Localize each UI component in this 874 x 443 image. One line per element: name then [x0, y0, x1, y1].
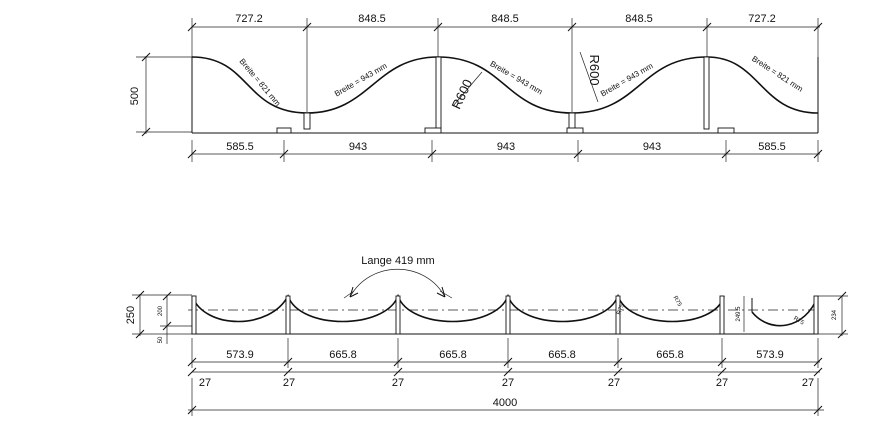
height-dim: 500: [129, 87, 141, 105]
radius-label-2: R600: [587, 54, 602, 85]
top-dim-2: 848.5: [358, 13, 386, 25]
arc-label-2: Breite = 943 mm: [333, 61, 389, 98]
bottom-view: Lange 419 mm 250 200 50: [125, 255, 848, 416]
left-height-dims: 250 200 50: [125, 290, 192, 344]
segment-dim-3: 665.8: [439, 349, 467, 361]
top-dim-3: 848.5: [491, 13, 519, 25]
small-label-1: R75: [616, 303, 626, 316]
top-dim-1: 727.2: [235, 13, 263, 25]
left-dim-250: 250: [125, 306, 137, 324]
bottom-dim-2: 943: [349, 141, 367, 153]
segment-dim-6: 573.9: [756, 349, 784, 361]
right-height-dims: 249.5 234: [736, 291, 848, 339]
gap-dim-7: 27: [802, 377, 814, 389]
arc-label-1: Breite = 821 mm: [238, 57, 283, 108]
gap-dim-3: 27: [392, 377, 404, 389]
total-dimension: 4000: [187, 378, 824, 416]
top-dim-5: 727.2: [748, 13, 776, 25]
gap-dim-6: 27: [716, 377, 728, 389]
segment-dim-4: 665.8: [548, 349, 576, 361]
length-annotation: Lange 419 mm: [343, 255, 453, 299]
total-dim: 4000: [493, 397, 517, 409]
length-label: Lange 419 mm: [361, 255, 434, 267]
bottom-dim-3: 943: [497, 141, 515, 153]
small-label-2: R75: [672, 295, 683, 308]
gap-dim-1: 27: [199, 377, 211, 389]
left-dim-200: 200: [158, 305, 164, 316]
gap-dim-5: 27: [608, 377, 620, 389]
left-dim-50: 50: [158, 336, 164, 343]
arc-label-5: Breite = 821 mm: [750, 54, 805, 94]
gap-dim-4: 27: [502, 377, 514, 389]
top-dimension-chain: 727.2 848.5 848.5 848.5 727.2: [187, 13, 823, 112]
segment-dim-1: 573.9: [226, 349, 254, 361]
radius-label-1: R600: [449, 77, 476, 112]
board-outline: [191, 56, 819, 134]
height-dimension: 500: [129, 52, 192, 137]
rack-outline: [188, 293, 822, 335]
gap-dimension-chain: 27 27 27 27 27 27 27: [187, 367, 823, 389]
bottom-dim-4: 943: [643, 141, 661, 153]
right-dim-249: 249.5: [736, 306, 742, 322]
top-dim-4: 848.5: [625, 13, 653, 25]
bottom-dim-5: 585.5: [758, 141, 786, 153]
small-label-3: R75: [792, 316, 805, 327]
bottom-dimension-chain: 585.5 943 943 943 585.5: [187, 140, 823, 162]
right-dim-234: 234: [832, 309, 838, 320]
bottom-dim-1: 585.5: [226, 141, 254, 153]
gap-dim-2: 27: [283, 377, 295, 389]
segment-dim-5: 665.8: [656, 349, 684, 361]
segment-dimension-chain: 573.9 665.8 665.8 665.8 665.8 573.9: [187, 338, 823, 368]
segment-dim-2: 665.8: [329, 349, 357, 361]
top-view: 727.2 848.5 848.5 848.5 727.2 500: [129, 13, 823, 162]
